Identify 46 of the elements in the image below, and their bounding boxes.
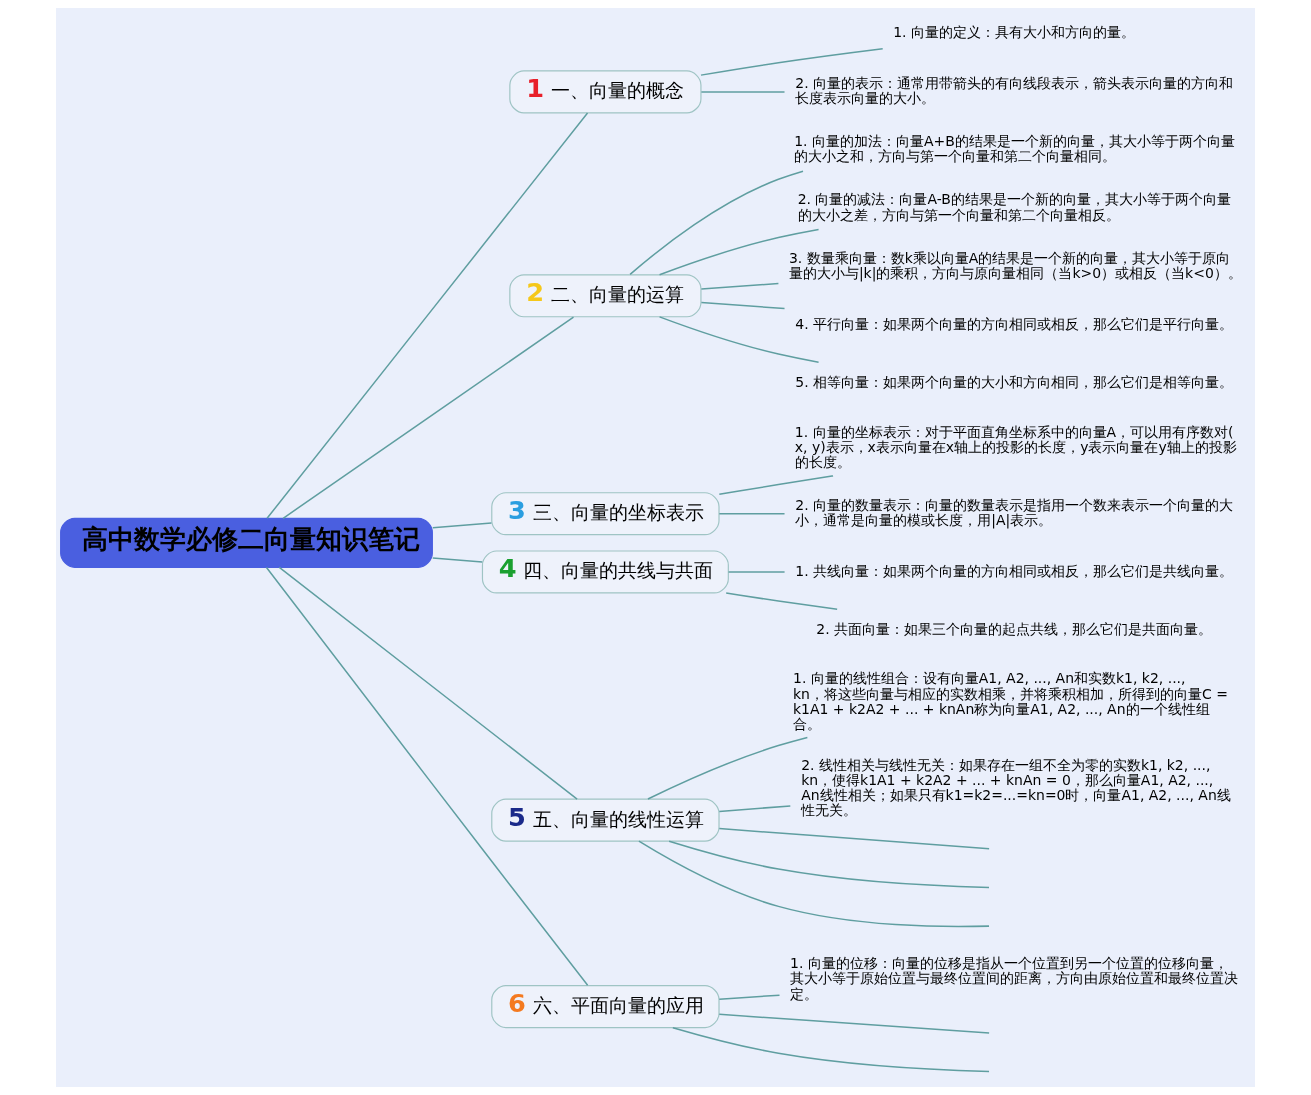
connector	[432, 557, 484, 563]
connector	[700, 91, 786, 93]
connector	[278, 566, 578, 800]
connector	[700, 282, 780, 290]
connector	[718, 512, 786, 515]
connector	[266, 112, 589, 520]
node-text: 1. 共线向量：如果两个向量的方向相同或相反，那么它们是共线向量。	[795, 562, 1234, 579]
connector	[727, 571, 786, 573]
connector	[718, 475, 834, 496]
node-text: 1. 向量的加法：向量A+B的结果是一个新的向量，其大小等于两个向量的大小之和，方向与第一个向量和第二个向量相同。	[794, 133, 1235, 165]
node-text: 1. 向量的位移：向量的位移是指从一个位置到另一个位置的位移向量，其大小等于原始位置与最终位置间的距离，方向由原始位置和最终位置决定。	[790, 955, 1239, 1002]
connector	[282, 316, 575, 519]
node-box: 6 六、平面向量的应用	[491, 985, 720, 1029]
connector	[718, 1013, 990, 1034]
connector	[668, 840, 990, 889]
node-text: 1. 向量的线性组合：设有向量A1, A2, ..., An和实数k1, k2, ..., kn，将这些向量与相应的实数相乘，并将乘积相加，所得到的向量C = k1A1 + k2A2 + ... + knAn称为向量A1, A2, ..., An的一个线性组合。	[792, 670, 1228, 732]
node-text: 2. 向量的表示：通常用带箭头的有向线段表示，箭头表示向量的方向和长度表示向量的大小。	[795, 74, 1234, 107]
node-box: 高中数学必修二向量知识笔记	[60, 517, 433, 568]
node-text: 1. 向量的定义：具有大小和方向的量。	[893, 24, 1135, 41]
node-text: 1. 向量的坐标表示：对于平面直角坐标系中的向量A，可以用有序数对(x, y)表示，x表示向量在x轴上的投影的长度，y表示向量在y轴上的投影的长度。	[794, 423, 1237, 471]
node-box: 5 五、向量的线性运算	[491, 798, 720, 842]
node-box: 2 二、向量的运算	[509, 274, 702, 318]
node-box: 4 四、向量的共线与共面	[481, 550, 729, 594]
connector	[718, 805, 792, 813]
connector	[658, 228, 820, 276]
node-text: 5. 相等向量：如果两个向量的大小和方向相同，那么它们是相等向量。	[795, 373, 1234, 390]
connector	[718, 994, 781, 1000]
connector	[718, 827, 990, 850]
connector	[700, 48, 884, 76]
node-text: 2. 向量的数量表示：向量的数量表示是指用一个数来表示一个向量的大小，通常是向量的模或长度，用|A|表示。	[795, 496, 1234, 528]
node-text: 4. 平行向量：如果两个向量的方向相同或相反，那么它们是平行向量。	[795, 315, 1234, 332]
connector	[432, 522, 493, 529]
connector	[725, 592, 838, 610]
node-box: 1 一、向量的概念	[509, 70, 702, 114]
node-text: 2. 线性相关与线性无关：如果存在一组不全为零的实数k1, k2, ..., kn，使得k1A1 + k2A2 + ... + knAn = 0，那么向量A1, A2, ..., An线性相关；如果只有k1=k2=...=kn=0时，向量A1, A2, ..., An线性无关。	[801, 756, 1231, 819]
node-box: 3 三、向量的坐标表示	[491, 492, 720, 536]
connector	[658, 316, 820, 363]
connector	[672, 1026, 990, 1073]
connector	[700, 301, 786, 310]
connector	[265, 566, 589, 986]
node-text: 3. 数量乘向量：数k乘以向量A的结果是一个新的向量，其大小等于原向量的大小与|k|的乘积，方向与原向量相同（当k>0）或相反（当k<0）。	[788, 249, 1242, 281]
connector	[638, 840, 990, 928]
connector	[647, 736, 809, 800]
connector	[629, 170, 804, 276]
node-text: 2. 共面向量：如果三个向量的起点共线，那么它们是共面向量。	[816, 620, 1213, 637]
node-text: 2. 向量的减法：向量A-B的结果是一个新的向量，其大小等于两个向量的大小之差，方向与第一个向量和第二个向量相反。	[797, 191, 1231, 223]
